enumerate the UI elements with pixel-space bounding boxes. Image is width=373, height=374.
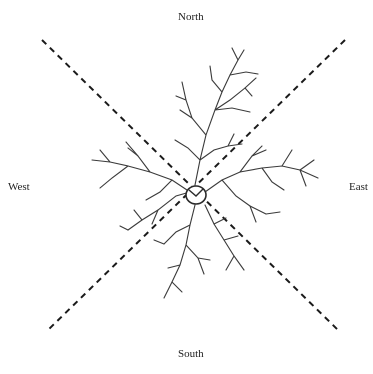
dendrite-south-trunk (164, 205, 195, 298)
compass-label-north: North (178, 12, 204, 23)
dendritic-arbor (92, 48, 318, 298)
quadrant-dividers (42, 40, 345, 330)
compass-label-south: South (178, 349, 204, 360)
soma (186, 186, 206, 204)
divider-nw-se (42, 40, 338, 330)
dendrite-west-trunk (92, 160, 190, 192)
divider-ne-sw (48, 40, 345, 330)
compass-label-west: West (8, 182, 30, 193)
compass-label-east: East (349, 182, 368, 193)
dendrite-north-trunk (195, 50, 244, 185)
